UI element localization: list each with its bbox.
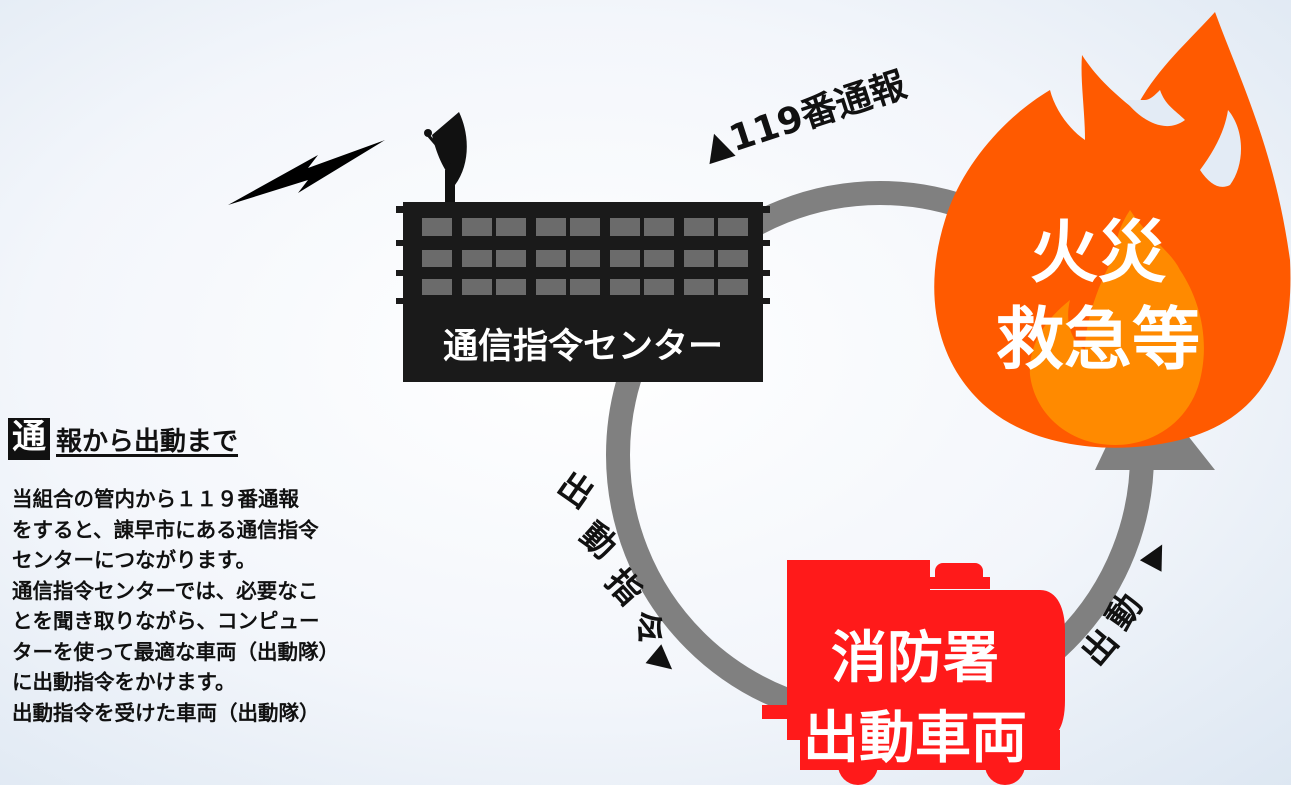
building-window [718, 279, 748, 295]
description: 当組合の管内から１１９番通報 をすると、諌早市にある通信指令 センターにつながり… [12, 484, 472, 728]
building-window [644, 279, 674, 295]
section-heading: 通 報から出動まで [8, 418, 238, 460]
building-window [610, 279, 640, 295]
building-window [570, 218, 600, 236]
building-window [462, 279, 492, 295]
center-label: 通信指令センター [443, 327, 723, 367]
building-window [610, 250, 640, 267]
satellite-dish-icon [424, 112, 467, 206]
command-center-building: 通信指令センター [396, 202, 770, 382]
building-window [422, 250, 452, 267]
description-line: センターにつながります。 [12, 548, 256, 572]
fire-label-line2: 救急等 [996, 301, 1200, 380]
building-window [496, 218, 526, 236]
building-window [536, 218, 566, 236]
description-line: ターを使って最適な車両（出動隊） [12, 639, 339, 664]
dispatch-order-char: 出 [550, 465, 601, 517]
building-window [462, 218, 492, 236]
station-label-line1: 消防署 [831, 626, 999, 691]
building-window [536, 279, 566, 295]
building-window [462, 250, 492, 267]
building-window [684, 279, 714, 295]
description-line: 通信指令センターでは、必要なこ [12, 578, 319, 603]
lightning-icon [228, 140, 385, 205]
station-label-line2: 出動車両 [803, 706, 1027, 771]
building-window [684, 218, 714, 236]
building-window [718, 218, 748, 236]
description-line: をすると、諌早市にある通信指令 [12, 517, 319, 542]
building-window [644, 250, 674, 267]
heading-first-char: 通 [8, 418, 50, 460]
building-window [644, 218, 674, 236]
building-window [422, 218, 452, 236]
heading-rest: 報から出動まで [56, 427, 239, 457]
building-window [718, 250, 748, 267]
fire-icon: 火災 救急等 [934, 12, 1291, 448]
building-window [570, 279, 600, 295]
arrow-label-119-call: ▲119番通報 [698, 64, 911, 168]
fire-label-line1: 火災 [1030, 214, 1166, 293]
description-line: に出動指令をかけます。 [12, 670, 236, 694]
description-line: 当組合の管内から１１９番通報 [12, 487, 299, 511]
building-window [496, 250, 526, 267]
fire-truck-icon: 消防署 出動車両 [762, 560, 1065, 785]
building-window [536, 250, 566, 267]
building-window [496, 279, 526, 295]
building-window [610, 218, 640, 236]
description-line: とを聞き取りながら、コンピュー [12, 609, 320, 633]
building-window [684, 250, 714, 267]
building-window [570, 250, 600, 267]
description-line: 出動指令を受けた車両（出動隊） [12, 700, 320, 725]
building-window [422, 279, 452, 295]
